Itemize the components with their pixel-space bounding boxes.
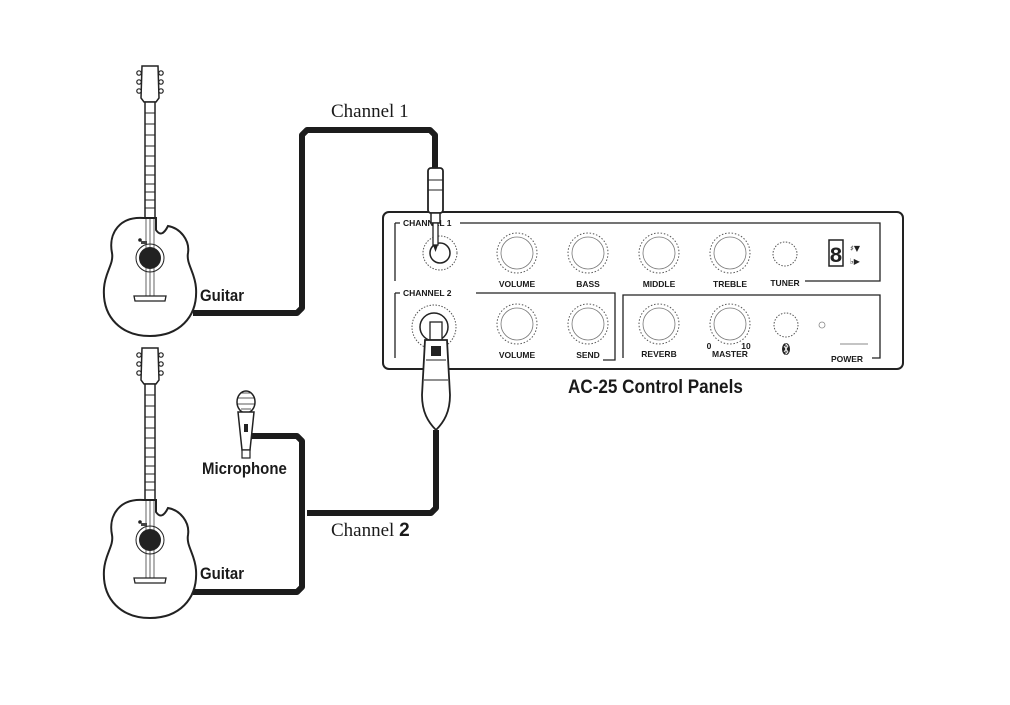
- channel1-cable-label: Channel 1: [331, 101, 409, 122]
- tuner-display: [828, 239, 844, 267]
- reverb-label: REVERB: [641, 349, 676, 359]
- microphone-icon: [236, 390, 256, 459]
- bass-knob[interactable]: [567, 232, 609, 274]
- guitar-top-label: Guitar: [200, 286, 245, 305]
- channel1-title: CHANNEL 1: [403, 218, 452, 228]
- bass-label: BASS: [576, 279, 600, 289]
- guitar-bottom-icon: [102, 347, 198, 619]
- channel2-cable-label-prefix: Channel: [331, 520, 400, 541]
- channel2-cable: [307, 430, 439, 516]
- channel2-cable-label: Channel 2: [331, 520, 410, 542]
- channel2-cable-label-number: 2: [399, 520, 410, 541]
- power-led: [818, 321, 826, 329]
- tuner-sharp-icon: ♯▼: [850, 244, 861, 253]
- channel2-title: CHANNEL 2: [403, 288, 452, 298]
- treble-knob[interactable]: [709, 232, 751, 274]
- volume-label-ch1: VOLUME: [499, 279, 536, 289]
- guitar-bottom-label: Guitar: [200, 564, 245, 583]
- master-min-label: 0: [707, 341, 712, 351]
- tuner-flat-icon: ♭▶: [850, 257, 861, 266]
- tuner-label: TUNER: [770, 278, 799, 288]
- volume-knob-ch1[interactable]: [496, 232, 538, 274]
- tuner-digit: 8: [829, 244, 842, 269]
- master-max-label: 10: [741, 341, 751, 351]
- quarter-inch-plug-icon: [427, 167, 444, 252]
- amp-control-panel: 8 ♯▼ ♭▶ CHANNEL 1 CHANNEL 2 VOLUME BASS …: [382, 211, 904, 370]
- tuner-button[interactable]: [772, 241, 798, 267]
- channel1-cable: [193, 127, 438, 316]
- middle-label: MIDDLE: [643, 279, 676, 289]
- volume-knob-ch2[interactable]: [496, 303, 538, 345]
- power-label: POWER: [831, 354, 863, 364]
- microphone-label: Microphone: [202, 459, 287, 478]
- treble-label: TREBLE: [713, 279, 747, 289]
- send-label: SEND: [576, 350, 600, 360]
- guitar-top-icon: [102, 65, 198, 337]
- send-knob[interactable]: [567, 303, 609, 345]
- master-knob[interactable]: [709, 303, 751, 345]
- figure-caption: AC-25 Control Panels: [568, 377, 743, 398]
- middle-knob[interactable]: [638, 232, 680, 274]
- master-label: MASTER: [712, 349, 748, 359]
- reverb-knob[interactable]: [638, 303, 680, 345]
- small-knob[interactable]: [773, 312, 799, 338]
- xlr-plug-icon: [421, 321, 451, 432]
- volume-label-ch2: VOLUME: [499, 350, 536, 360]
